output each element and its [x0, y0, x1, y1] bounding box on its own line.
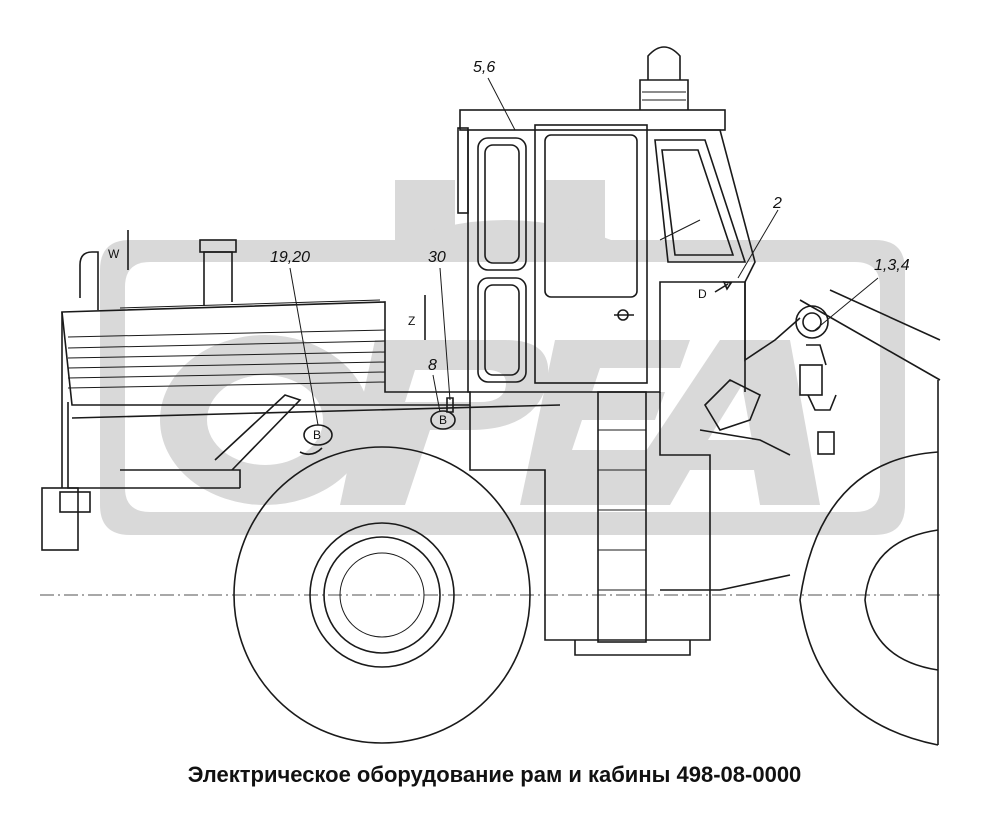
leader-lines — [289, 77, 879, 426]
mark-b-1: B — [313, 428, 321, 442]
front-wheel — [799, 451, 939, 746]
rear-wheel — [233, 446, 531, 744]
view-label-z: Z — [408, 314, 415, 328]
callout-2: 2 — [772, 195, 782, 212]
mark-b-2: B — [439, 413, 447, 427]
watermark-logo — [100, 180, 905, 535]
view-label-d: D — [698, 287, 707, 301]
callout-1-3-4: 1,3,4 — [874, 257, 910, 274]
cabin — [457, 46, 756, 393]
view-label-w: W — [108, 247, 120, 261]
callout-19-20: 19,20 — [270, 249, 310, 266]
callout-5-6: 5,6 — [473, 59, 495, 76]
steps — [597, 391, 647, 643]
diagram-caption: Электрическое оборудование рам и кабины … — [187, 762, 802, 787]
loader-outline — [40, 46, 941, 746]
callout-30: 30 — [428, 249, 446, 266]
callout-8: 8 — [428, 357, 437, 374]
